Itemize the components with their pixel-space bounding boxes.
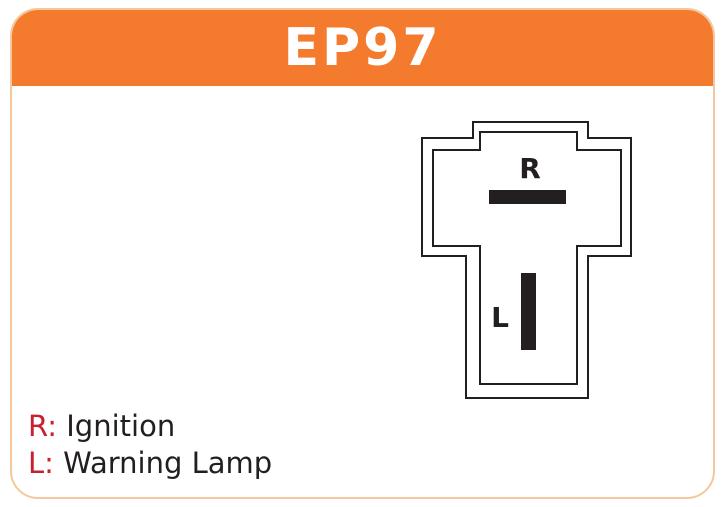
legend-key: R: xyxy=(28,409,58,443)
legend-description: Ignition xyxy=(66,409,176,443)
pin-l-blade xyxy=(521,273,536,350)
legend-description: Warning Lamp xyxy=(63,446,273,480)
pin-r-label: R xyxy=(519,152,541,185)
connector-card: EP97 xyxy=(10,8,715,499)
pin-l-label: L xyxy=(491,301,509,334)
legend-key: L: xyxy=(28,446,54,480)
connector-inner-outline xyxy=(432,131,622,385)
pin-r-blade xyxy=(489,190,566,204)
header-bar: EP97 xyxy=(12,10,713,86)
connector-outer-outline xyxy=(421,121,632,399)
part-number-title: EP97 xyxy=(283,18,442,78)
pin-legend: R: Ignition L: Warning Lamp xyxy=(28,408,272,482)
legend-item-r: R: Ignition xyxy=(28,408,272,445)
legend-item-l: L: Warning Lamp xyxy=(28,445,272,482)
